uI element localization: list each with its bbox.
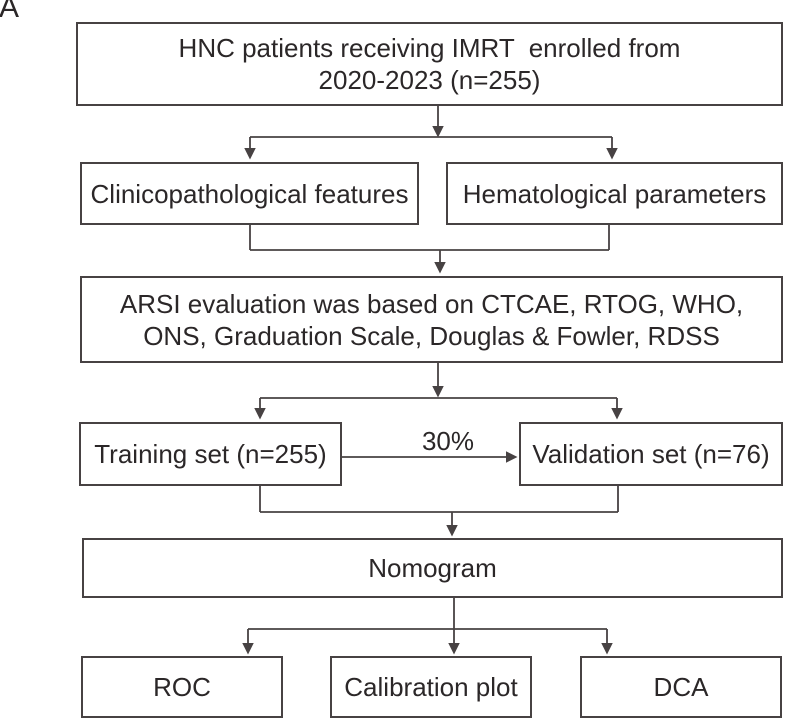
box-training-set: Training set (n=255) xyxy=(79,422,342,486)
box-calibration-label: Calibration plot xyxy=(344,672,518,702)
box-enrollment-label: HNC patients receiving IMRT enrolled fro… xyxy=(178,33,681,95)
box-arsi-label: ARSI evaluation was based on CTCAE, RTOG… xyxy=(119,288,744,351)
box-nomogram-label: Nomogram xyxy=(368,553,497,583)
box-clinicopathological-features: Clinicopathological features xyxy=(80,162,419,225)
box-training-label: Training set (n=255) xyxy=(94,439,327,469)
box-roc-label: ROC xyxy=(153,672,211,702)
box-clinicopathological-label: Clinicopathological features xyxy=(90,178,409,209)
box-hematological-parameters: Hematological parameters xyxy=(446,162,783,225)
box-validation-label: Validation set (n=76) xyxy=(532,439,770,469)
box-calibration-plot: Calibration plot xyxy=(330,656,532,718)
box-dca: DCA xyxy=(580,656,782,718)
box-arsi-evaluation: ARSI evaluation was based on CTCAE, RTOG… xyxy=(80,276,783,363)
box-enrollment: HNC patients receiving IMRT enrolled fro… xyxy=(76,22,783,106)
box-roc: ROC xyxy=(81,656,283,718)
split-percentage-label: 30% xyxy=(421,426,475,456)
panel-label: A xyxy=(0,0,20,24)
box-hematological-label: Hematological parameters xyxy=(462,178,767,209)
box-nomogram: Nomogram xyxy=(82,538,783,598)
box-dca-label: DCA xyxy=(653,672,709,702)
box-validation-set: Validation set (n=76) xyxy=(519,422,783,486)
